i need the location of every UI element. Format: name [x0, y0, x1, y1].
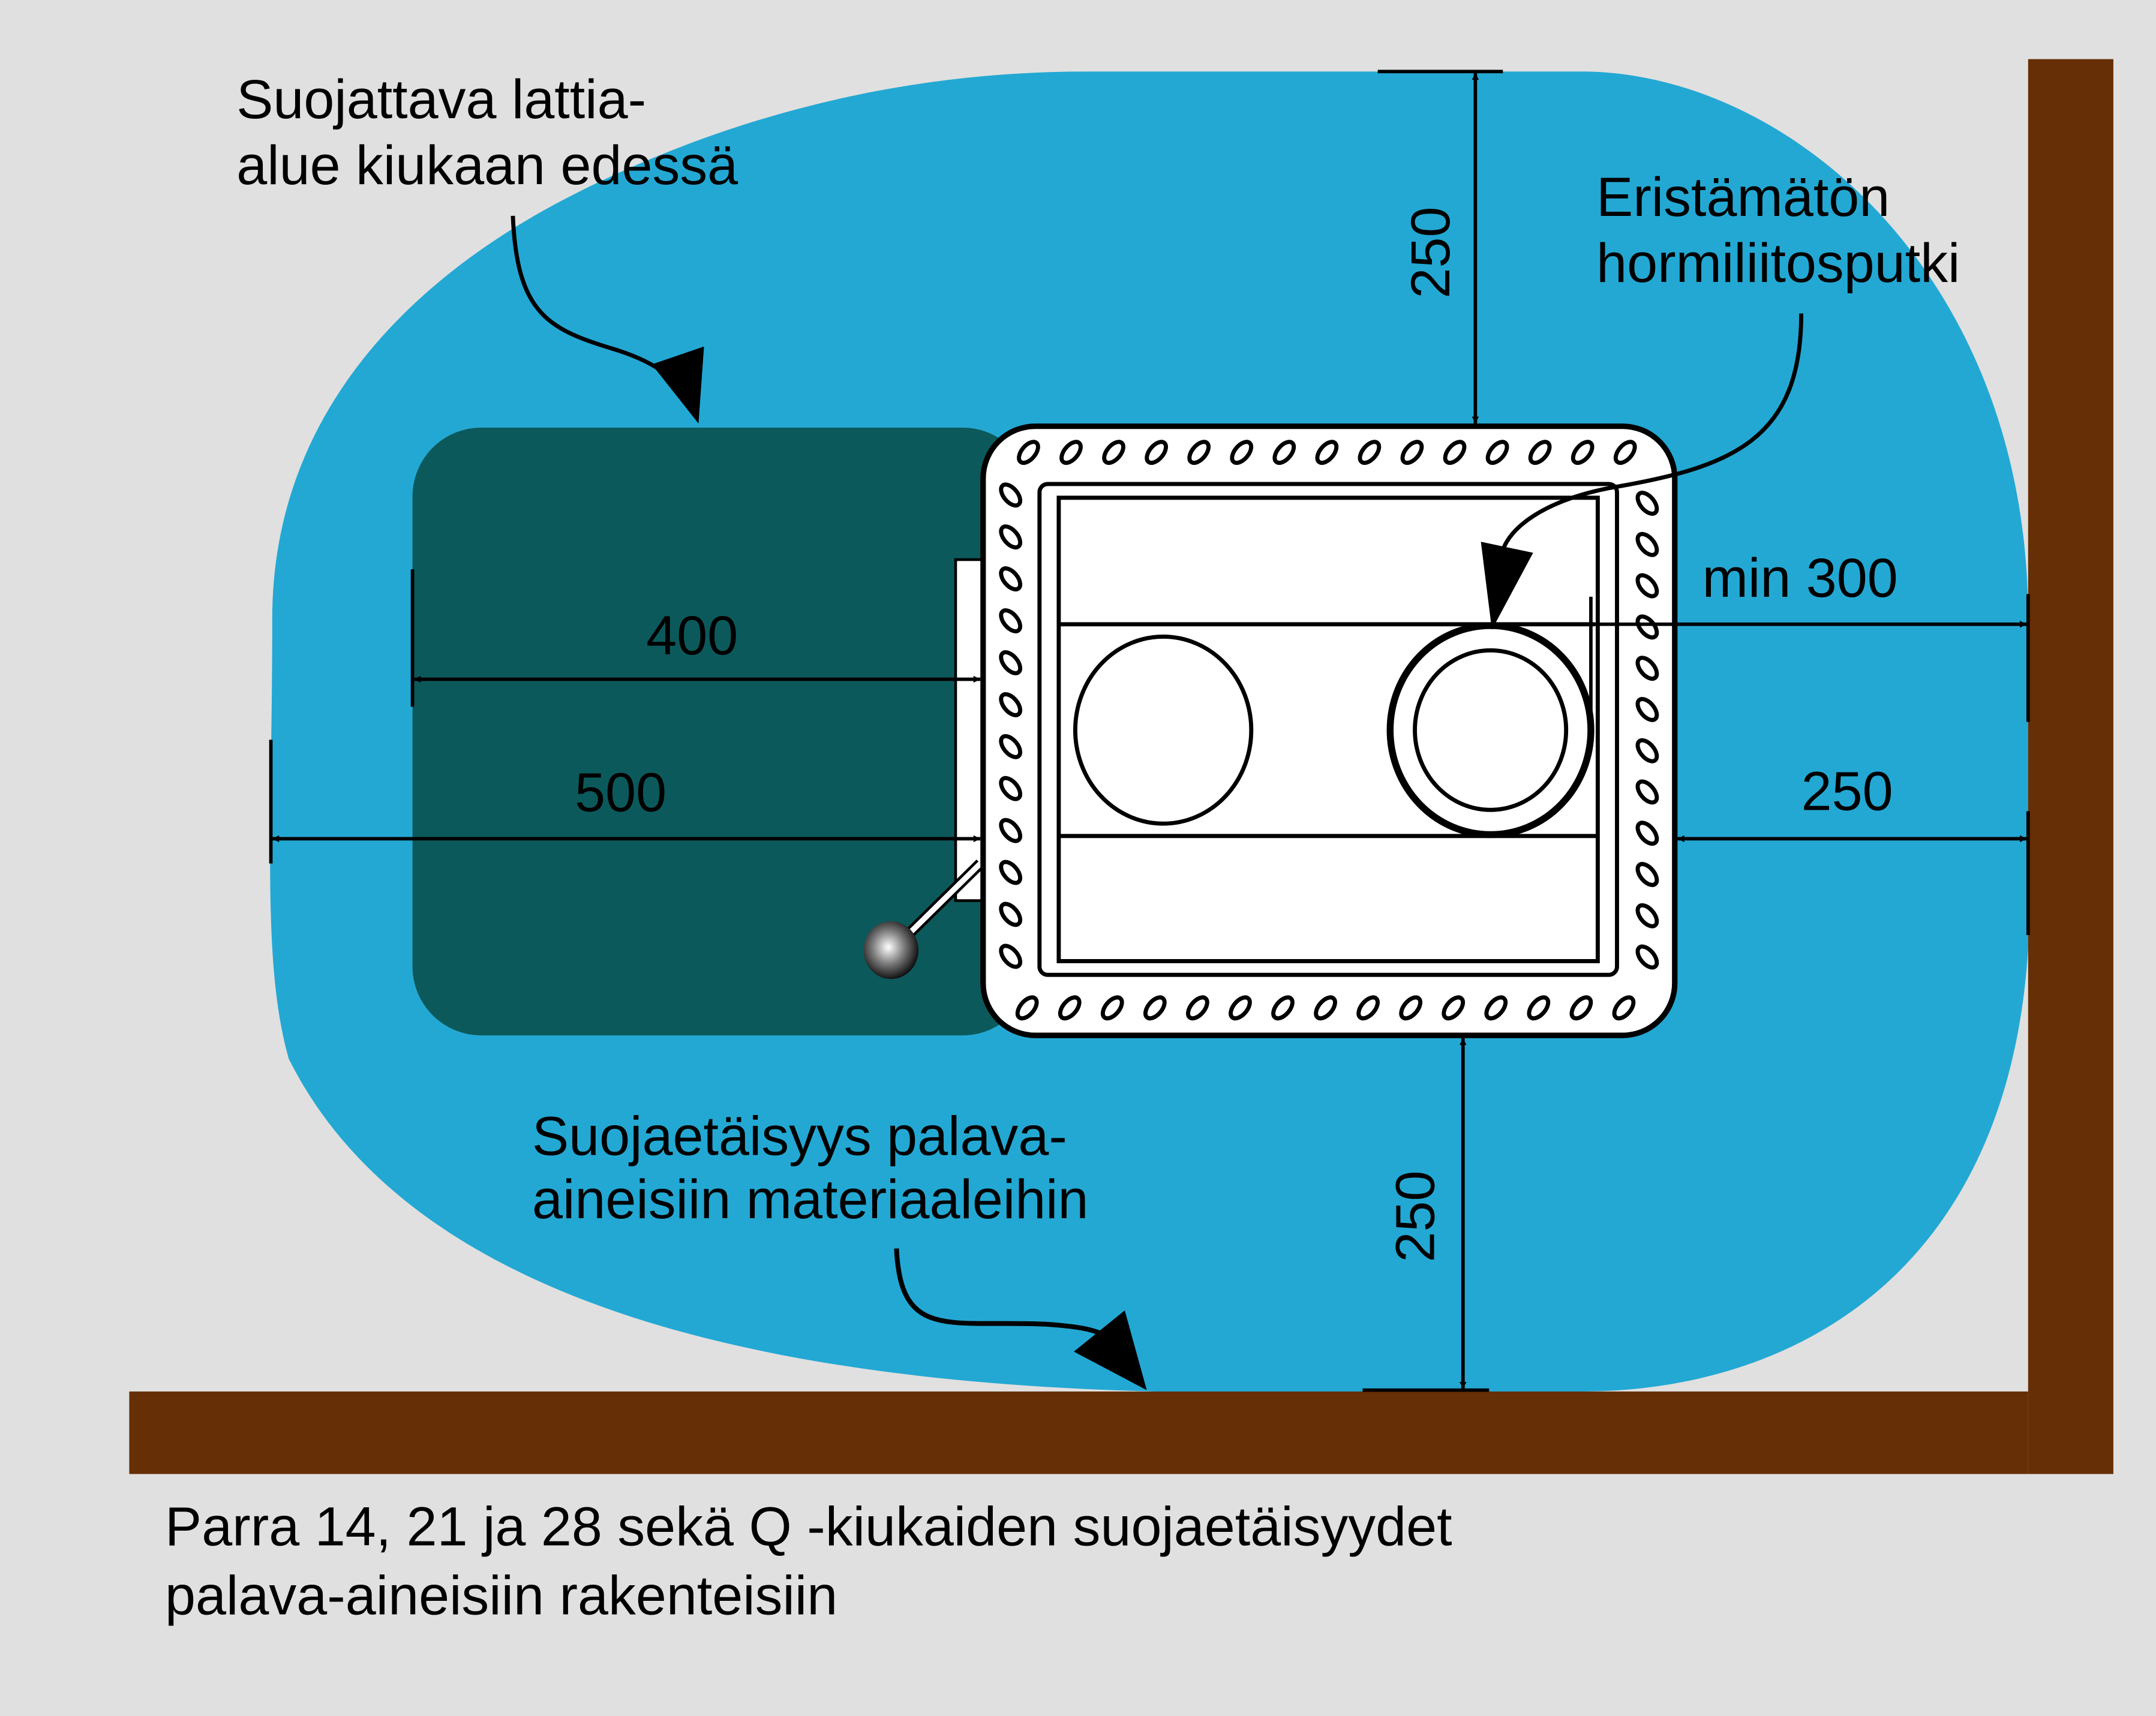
leader-flue-pipe — [1500, 313, 1804, 551]
vent-hole — [1635, 531, 1659, 557]
dimension-bottom — [1362, 1038, 1490, 1392]
vent-hole — [1484, 995, 1508, 1021]
vent-hole — [1102, 440, 1125, 465]
vent-hole — [1356, 995, 1380, 1021]
dimension-right-stove — [1677, 811, 2030, 935]
door-handle-knob — [863, 921, 919, 979]
vent-hole — [1635, 903, 1659, 928]
vent-hole — [999, 818, 1023, 843]
vent-hole — [1017, 440, 1040, 465]
vent-hole — [1635, 491, 1659, 516]
dimension-label-front-400: 400 — [646, 605, 738, 666]
dimension-label-front-500: 500 — [575, 762, 666, 824]
vent-hole — [999, 482, 1023, 508]
vent-hole — [1485, 440, 1509, 465]
label-floor-area-line1: Suojattava lattia- — [236, 69, 646, 130]
label-safety-distance-line2: aineisiin materiaaleihin — [532, 1169, 1089, 1230]
vent-hole — [1635, 862, 1659, 887]
vent-hole — [1527, 995, 1551, 1021]
label-floor-area-line2: alue kiukaan edessä — [236, 135, 738, 196]
stove-vent-holes — [999, 440, 1659, 1021]
label-flue-pipe-line1: Eristämätön — [1596, 167, 1890, 228]
leader-flue-pipe-arrowhead — [1481, 542, 1533, 630]
right-wall — [2028, 59, 2113, 1474]
vent-hole — [1230, 440, 1254, 465]
dimension-label-right-stove: 250 — [1801, 761, 1893, 822]
vent-hole — [1635, 573, 1659, 599]
vent-hole — [1399, 995, 1423, 1021]
vent-hole — [999, 776, 1023, 801]
vent-hole — [1100, 995, 1124, 1021]
vent-hole — [999, 901, 1023, 927]
leader-floor-area-arrowhead — [651, 346, 704, 424]
vent-hole — [999, 608, 1023, 633]
floor-wall — [129, 1391, 2028, 1474]
vent-hole — [1315, 440, 1339, 465]
vent-hole — [999, 650, 1023, 675]
vent-hole — [999, 524, 1023, 550]
vent-hole — [999, 566, 1023, 592]
vent-hole — [1400, 440, 1424, 465]
stove-door — [954, 558, 985, 902]
leader-safety-distance-arrowhead — [1074, 1310, 1147, 1390]
vent-hole — [1443, 440, 1467, 465]
vent-hole — [1271, 995, 1295, 1021]
vent-hole — [1612, 995, 1636, 1021]
vent-hole — [1635, 656, 1659, 681]
vent-hole — [1187, 440, 1211, 465]
dimension-front-500 — [269, 740, 981, 864]
vent-hole — [1571, 440, 1595, 465]
protected-floor-area — [412, 427, 1032, 1036]
vent-hole — [999, 943, 1023, 969]
dimension-label-bottom: 250 — [1385, 1170, 1446, 1262]
vent-hole — [999, 692, 1023, 717]
dimension-front-400 — [410, 569, 981, 707]
vent-hole — [1015, 995, 1039, 1021]
vent-hole — [1442, 995, 1466, 1021]
caption-line1: Parra 14, 21 ja 28 sekä Q -kiukaiden suo… — [165, 1496, 1452, 1558]
dimension-label-right-pipe: min 300 — [1702, 548, 1898, 609]
label-safety-distance-line1: Suojaetäisyys palava- — [532, 1106, 1067, 1167]
vent-hole — [1143, 995, 1167, 1021]
caption-line2: palava-aineisiin rakenteisiin — [165, 1565, 837, 1626]
dimension-label-top: 250 — [1400, 206, 1461, 298]
vent-hole — [1314, 995, 1337, 1021]
vent-hole — [1528, 440, 1552, 465]
vent-hole — [1635, 821, 1659, 846]
vent-hole — [1635, 944, 1659, 970]
vent-hole — [1186, 995, 1209, 1021]
leader-safety-distance — [894, 1248, 1115, 1343]
dimension-right-pipe — [1589, 594, 2030, 743]
vent-hole — [1613, 440, 1637, 465]
vent-hole — [1635, 779, 1659, 805]
vent-hole — [999, 734, 1023, 759]
vent-hole — [1059, 440, 1083, 465]
vent-hole — [1635, 697, 1659, 722]
vent-hole — [1358, 440, 1382, 465]
stone-opening — [1073, 634, 1254, 826]
vent-hole — [1145, 440, 1168, 465]
flue-pipe-inner — [1413, 648, 1569, 812]
vent-hole — [1229, 995, 1252, 1021]
dimension-top — [1377, 70, 1503, 428]
vent-hole — [1058, 995, 1082, 1021]
vent-hole — [999, 859, 1023, 885]
vent-hole — [1272, 440, 1296, 465]
label-flue-pipe-line2: hormiliitosputki — [1596, 233, 1960, 294]
vent-hole — [1569, 995, 1593, 1021]
vent-hole — [1635, 738, 1659, 764]
